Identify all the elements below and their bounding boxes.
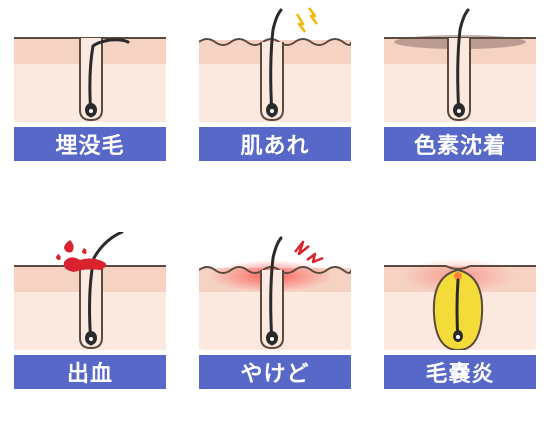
label-folliculitis: 毛嚢炎 xyxy=(384,355,536,389)
panel-rough-skin: 肌あれ xyxy=(199,4,351,161)
panel-burn: やけど xyxy=(199,232,351,389)
blood-drop-icon xyxy=(56,254,61,260)
blood-drop-icon xyxy=(64,240,74,253)
panel-folliculitis: 毛嚢炎 xyxy=(384,232,536,389)
panel-pigmentation: 色素沈着 xyxy=(384,4,536,161)
pigmentation-illustration xyxy=(384,8,536,122)
rough-skin-illustration xyxy=(199,7,351,122)
label-bleeding: 出血 xyxy=(14,355,166,389)
irritation-spark-icon xyxy=(295,13,306,33)
label-burn: やけど xyxy=(199,355,351,389)
label-ingrown: 埋没毛 xyxy=(14,127,166,161)
irritation-spark-icon xyxy=(308,7,318,25)
blood-drop-icon xyxy=(82,248,87,254)
panel-bleeding: 出血 xyxy=(14,232,166,389)
panel-ingrown: 埋没毛 xyxy=(14,4,166,161)
bleeding-illustration xyxy=(14,232,166,350)
ingrown-hair-illustration xyxy=(14,37,166,122)
label-rough-skin: 肌あれ xyxy=(199,127,351,161)
burn-spark-icon xyxy=(306,252,324,264)
blood-spot-icon xyxy=(63,257,107,272)
label-pigmentation: 色素沈着 xyxy=(384,127,536,161)
burn-illustration xyxy=(199,236,351,350)
burn-spark-icon xyxy=(294,240,310,256)
folliculitis-illustration xyxy=(384,258,536,350)
